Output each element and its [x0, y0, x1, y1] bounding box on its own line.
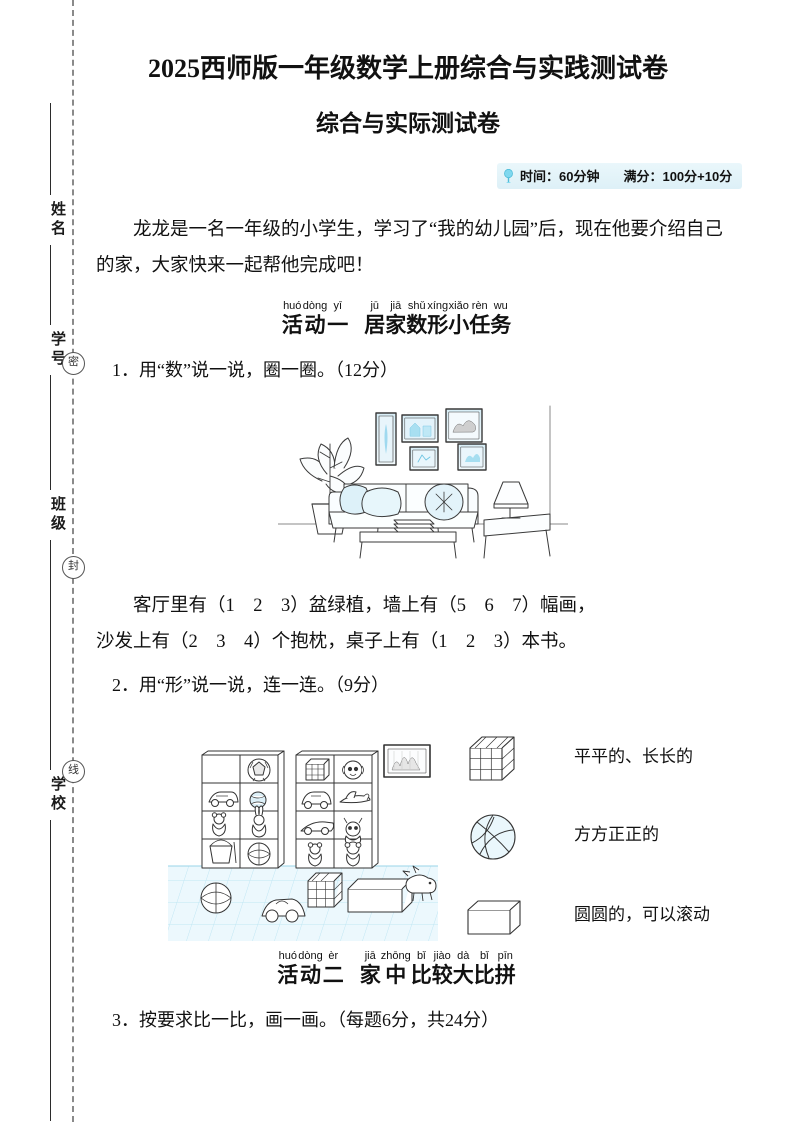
activity-1-char-g1-2: yī 一 — [327, 300, 348, 338]
intro-paragraph: 龙龙是一名一年级的小学生，学习了“我的幼儿园”后，现在他要介绍自己的家，大家快来… — [96, 220, 723, 276]
sidebar-field-student-id[interactable]: 学号 — [34, 325, 68, 375]
activity-2-pinyin-g2-2: bǐ — [416, 950, 426, 962]
question-3-text: 3．按要求比一比，画一画。（每题6分，共24分） — [112, 1010, 499, 1030]
activity-2-char-g1-1: dòng 动 — [298, 950, 322, 988]
activity-1-hanzi-g2-1: 家 — [385, 314, 407, 337]
page-subtitle: 综合与实际测试卷 — [316, 111, 500, 136]
activity-2-char-g2-4: dà 大 — [453, 950, 474, 988]
activity-2-hanzi-g2-6: 拼 — [494, 964, 516, 987]
sidebar-field-class[interactable]: 班级 — [34, 490, 68, 540]
activity-1-char-g2-6: wu 务 — [490, 300, 511, 338]
activity-1-pinyin-g2-5: rèn — [471, 300, 488, 312]
activity-2-hanzi-g1-1: 动 — [300, 964, 321, 987]
activity-2-char-g1-2: èr 二 — [323, 950, 344, 988]
match-label-square[interactable]: 方方正正的 — [574, 825, 659, 844]
question-1-answer-line-2[interactable]: 沙发上有（2 3 4）个抱枕，桌子上有（1 2 3）本书。 — [96, 632, 578, 652]
activity-1-hanzi-g2-0: 居 — [364, 314, 386, 337]
activity-2-hanzi-g1-2: 二 — [322, 964, 344, 987]
exam-score-label: 满分：100分+10分 — [623, 169, 733, 184]
activity-2-hanzi-g2-2: 比 — [410, 964, 432, 987]
living-room-illustration — [278, 396, 568, 572]
activity-2-char-g2-5: bǐ 比 — [474, 950, 495, 988]
activity-1-hanzi-g2-2: 数 — [406, 314, 428, 337]
activity-2-pinyin-g2-4: dà — [457, 950, 470, 962]
activity-1-char-g2-3: xíng 形 — [427, 300, 448, 338]
activity-1-pinyin-g2-4: xiǎo — [448, 300, 469, 312]
activity-2-pinyin-g1-2: èr — [328, 950, 339, 962]
activity-1-char-g2-0: jū 居 — [364, 300, 385, 338]
activity-1-char-g2-1: jiā 家 — [385, 300, 406, 338]
activity-1-hanzi-g1-2: 一 — [327, 314, 349, 337]
activity-1-hanzi-g2-3: 形 — [427, 314, 449, 337]
activity-1-hanzi-g2-4: 小 — [448, 314, 470, 337]
activity-1-pinyin-g1-1: dòng — [302, 300, 328, 312]
activity-2-pinyin-g2-6: pīn — [497, 950, 513, 962]
activity-1-char-g2-2: shǔ 数 — [406, 300, 427, 338]
activity-1-pinyin-g2-1: jiā — [390, 300, 402, 312]
seal-solid-line — [50, 103, 51, 1121]
activity-1-pinyin-g1-2: yī — [333, 300, 343, 312]
activity-1-pinyin-g2-2: shǔ — [407, 300, 426, 312]
activity-2-hanzi-g2-4: 大 — [452, 964, 474, 987]
question-1-text: 1．用“数”说一说，圈一圈。（12分） — [112, 360, 398, 380]
activity-2-hanzi-g2-3: 较 — [431, 964, 453, 987]
activity-1-hanzi-g1-1: 动 — [304, 314, 326, 337]
question-1-answer-line-1[interactable]: 客厅里有（1 2 3）盆绿植，墙上有（5 6 7）幅画， — [133, 596, 596, 616]
activity-2-pinyin-g1-0: huó — [278, 950, 297, 962]
activity-2-char-g2-2: bǐ 比 — [411, 950, 432, 988]
activity-1-pinyin-g2-3: xíng — [427, 300, 449, 312]
match-shape-cuboid[interactable] — [464, 896, 528, 940]
activity-1-pinyin-g1-0: huó — [283, 300, 302, 312]
toy-shelf-illustration — [168, 726, 438, 941]
seal-char-feng: 封 — [62, 556, 85, 579]
activity-1-hanzi-g2-6: 务 — [490, 314, 512, 337]
question-2-text: 2．用“形”说一说，连一连。（9分） — [112, 675, 389, 695]
activity-2-pinyin-g2-5: bǐ — [479, 950, 489, 962]
seal-char-xian: 线 — [62, 760, 85, 783]
activity-2-hanzi-g2-0: 家 — [359, 964, 381, 987]
activity-1-char-g2-5: rèn 任 — [469, 300, 490, 338]
activity-2-pinyin-g2-1: zhōng — [380, 950, 411, 962]
activity-2-char-g2-0: jiā 家 — [360, 950, 381, 988]
activity-2-hanzi-g2-1: 中 — [385, 964, 407, 987]
activity-1-hanzi-g1-0: 活 — [281, 314, 303, 337]
activity-1-pinyin-g2-0: jū — [370, 300, 380, 312]
activity-2-pinyin-g1-1: dòng — [298, 950, 323, 962]
activity-2-hanzi-g2-5: 比 — [473, 964, 495, 987]
activity-1-char-g1-1: dòng 动 — [303, 300, 327, 338]
activity-1-char-g2-4: xiǎo 小 — [448, 300, 469, 338]
activity-2-char-g2-1: zhōng 中 — [381, 950, 411, 988]
activity-2-hanzi-g1-0: 活 — [277, 964, 299, 987]
activity-2-char-g2-3: jiào 较 — [432, 950, 453, 988]
match-shape-sphere[interactable] — [466, 810, 520, 864]
activity-2-char-g1-0: huó 活 — [277, 950, 298, 988]
activity-2-pinyin-g2-3: jiào — [433, 950, 451, 962]
match-label-flat-long[interactable]: 平平的、长长的 — [574, 747, 693, 766]
clock-icon — [503, 168, 514, 183]
sidebar-field-school[interactable]: 学校 — [34, 770, 68, 820]
activity-1-pinyin-g2-6: wu — [493, 300, 508, 312]
sidebar-field-name[interactable]: 姓名 — [34, 195, 68, 245]
exam-meta-badge: 时间：60分钟 满分：100分+10分 — [497, 163, 743, 189]
activity-1-hanzi-g2-5: 任 — [469, 314, 491, 337]
page-title: 2025西师版一年级数学上册综合与实践测试卷 — [147, 54, 668, 83]
activity-2-char-g2-6: pīn 拼 — [495, 950, 516, 988]
activity-1-char-g1-0: huó 活 — [282, 300, 303, 338]
match-label-round-rolls[interactable]: 圆圆的，可以滚动 — [574, 905, 710, 924]
match-shape-cube[interactable] — [464, 732, 522, 788]
exam-time-label: 时间：60分钟 — [520, 169, 600, 184]
activity-2-pinyin-g2-0: jiā — [364, 950, 376, 962]
seal-char-mi: 密 — [62, 352, 85, 375]
